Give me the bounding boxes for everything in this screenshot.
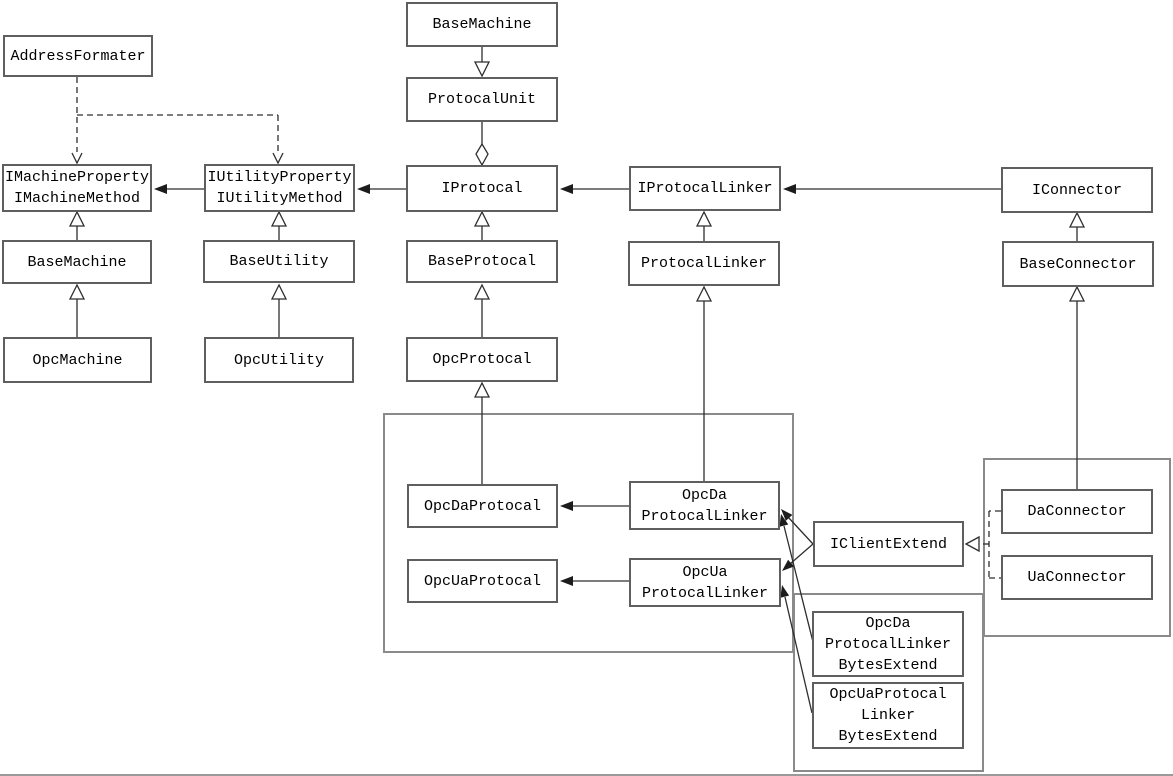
class-box-base-protocal: BaseProtocal: [406, 240, 558, 283]
class-label: IClientExtend: [829, 535, 948, 553]
class-box-iconnector: IConnector: [1001, 167, 1153, 213]
class-label: IMachineProperty: [4, 169, 150, 186]
edge-opcdaprotocal-opcprotocal: [473, 381, 491, 484]
class-label: BaseUtility: [229, 253, 329, 270]
class-box-opc-da-protocal: OpcDaProtocal: [407, 484, 558, 528]
class-label: Linker: [860, 707, 915, 724]
class-box-opc-ua-protocal-linker-bytes-extend: OpcUaProtocal Linker BytesExtend: [812, 682, 964, 749]
class-label: BaseMachine: [432, 16, 532, 33]
class-box-opc-da-protocal-linker-bytes-extend: OpcDa ProtocalLinker BytesExtend: [812, 611, 964, 677]
class-box-base-machine-top: BaseMachine: [406, 2, 558, 47]
class-label: OpcDaProtocal: [423, 497, 542, 515]
class-label: OpcMachine: [32, 351, 123, 369]
edge-iclientextend-opcuaprotocallinker: [782, 543, 814, 571]
class-box-opc-ua-protocal: OpcUaProtocal: [407, 559, 558, 603]
class-label: ProtocalUnit: [427, 91, 537, 108]
edge-iutility-imachine: [154, 184, 204, 194]
edge-protocallinker-iprotocallinker: [695, 210, 713, 241]
class-label: IUtilityMethod: [216, 190, 343, 207]
class-box-ua-connector: UaConnector: [1001, 555, 1153, 600]
class-label: BaseConnector: [1019, 255, 1137, 273]
class-box-address-formater: AddressFormater: [3, 35, 153, 77]
class-label: ProtocalLinker: [641, 507, 768, 525]
class-label: OpcUaProtocal: [829, 686, 947, 703]
class-box-iutility-property-method: IUtilityProperty IUtilityMethod: [204, 164, 355, 212]
class-box-base-utility: BaseUtility: [203, 240, 355, 283]
class-label: ProtocalLinker: [640, 255, 768, 272]
class-box-opc-protocal: OpcProtocal: [406, 337, 558, 382]
class-label: BaseProtocal: [427, 253, 537, 270]
edge-baseutility-iutility: [270, 210, 288, 240]
class-box-base-machine: BaseMachine: [2, 240, 152, 284]
class-label: OpcProtocal: [432, 351, 532, 368]
class-label: IConnector: [1031, 181, 1122, 199]
class-box-base-connector: BaseConnector: [1002, 241, 1154, 287]
opc-protocal-group-container: [383, 413, 794, 653]
class-label: BytesExtend: [838, 728, 938, 745]
class-box-iprotocal: IProtocal: [406, 165, 558, 212]
class-label: UaConnector: [1027, 569, 1127, 586]
class-label: BytesExtend: [838, 656, 938, 674]
class-label: BaseMachine: [27, 253, 127, 271]
edge-opcprotocal-baseprotocal: [473, 283, 491, 337]
class-box-opc-da-protocal-linker: OpcDa ProtocalLinker: [629, 481, 780, 530]
class-label: OpcUtility: [233, 351, 324, 369]
class-label: IProtocalLinker: [637, 180, 773, 197]
class-box-opc-utility: OpcUtility: [204, 337, 354, 383]
class-box-protocal-linker: ProtocalLinker: [628, 241, 780, 286]
edge-opcuabytesextend-opcuaprotocallinker: [780, 585, 813, 714]
edge-protocalunit-iprotocal: [475, 122, 489, 167]
edge-opcdaprotocallinker-protocallinker: [695, 285, 713, 481]
class-label: OpcDa: [681, 486, 727, 504]
class-box-opc-ua-protocal-linker: OpcUa ProtocalLinker: [629, 558, 781, 607]
class-box-da-connector: DaConnector: [1001, 489, 1153, 534]
edge-opcuaprotocallinker-opcuaprotocal: [560, 576, 629, 586]
edge-opcdaprotocallinker-opcdaprotocal: [560, 501, 629, 511]
class-label: IUtilityProperty: [207, 169, 352, 186]
class-box-protocal-unit: ProtocalUnit: [406, 77, 558, 122]
class-label: OpcUaProtocal: [423, 572, 542, 590]
class-label: OpcUa: [682, 563, 728, 581]
edge-addressformater-imachine: [71, 77, 83, 165]
class-label: IProtocal: [441, 180, 523, 197]
class-label: IMachineMethod: [13, 190, 141, 207]
edge-iprotocal-iutility: [357, 184, 406, 194]
edge-basemachine-protocalunit: [473, 47, 491, 78]
edge-opcmachine-basemachine: [68, 283, 86, 337]
class-label: ProtocalLinker: [824, 635, 952, 653]
edge-baseconnector-iconnector: [1068, 211, 1086, 241]
class-label: DaConnector: [1027, 503, 1127, 520]
class-label: AddressFormater: [10, 47, 146, 65]
class-label: OpcDa: [865, 614, 911, 632]
class-box-opc-machine: OpcMachine: [3, 337, 152, 383]
class-box-imachine-property-method: IMachineProperty IMachineMethod: [2, 164, 152, 212]
class-box-iclient-extend: IClientExtend: [813, 521, 964, 567]
edge-addressformater-iutility: [77, 114, 284, 165]
edge-daconnector-baseconnector: [1068, 285, 1086, 489]
edge-opcdabytesextend-opcdaprotocallinker: [779, 514, 814, 643]
edge-iclientextend-opcdaprotocallinker: [781, 509, 814, 545]
bytes-extend-group-container: [793, 593, 984, 772]
edge-iprotocallinker-iprotocal: [560, 184, 629, 194]
edge-baseprotocal-iprotocal: [473, 210, 491, 240]
edge-iconnector-iprotocallinker: [783, 184, 1001, 194]
class-box-iprotocal-linker: IProtocalLinker: [629, 166, 781, 211]
edge-daconnector-iclientextend: [964, 510, 1001, 579]
edge-opcutility-baseutility: [270, 283, 288, 337]
class-label: ProtocalLinker: [641, 584, 769, 602]
edge-basemachine-imachine: [68, 210, 86, 240]
